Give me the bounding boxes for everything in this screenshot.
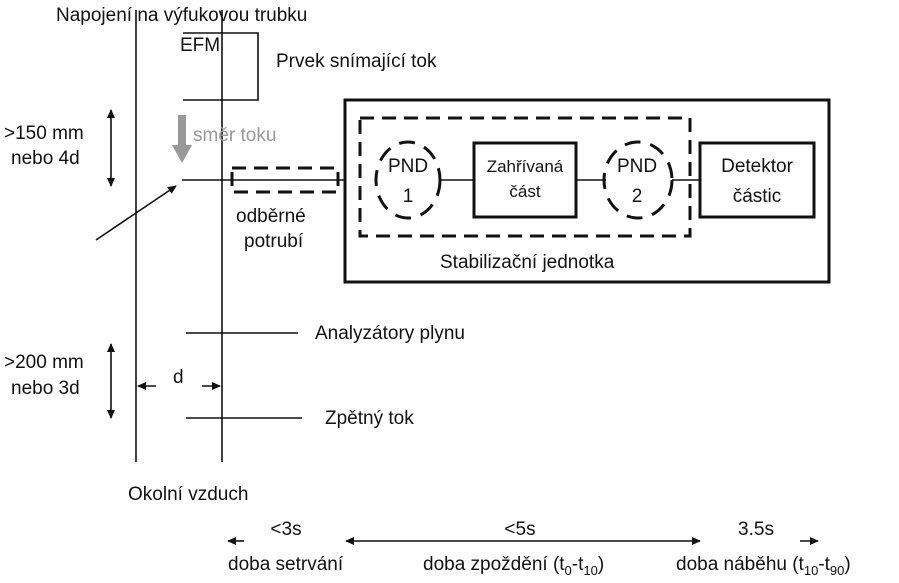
backflow-label: Zpětný tok [325,408,414,429]
heated-part-label-1: Zahřívaná [487,157,564,176]
heated-part-label-2: část [509,182,540,201]
upper-distance-label-1: >150 mm [4,123,84,144]
gas-analyzers-label: Analyzátory plynu [315,323,465,344]
exhaust-connection-label: Napojení na výfukovou trubku [56,5,307,26]
lower-distance-label-2: nebo 3d [11,378,80,399]
stabilization-unit-label: Stabilizační jednotka [440,252,615,273]
pnd2-circle [602,140,674,220]
rise-time-label: doba náběhu (t10-t90) [676,554,851,578]
sampling-line-box [230,166,340,194]
particle-detector-box [698,141,816,219]
detector-label-2: částic [733,186,782,207]
detector-label-1: Detektor [721,156,793,177]
sampling-line-label-1: odběrné [236,206,306,227]
pnd1-circle [374,140,442,220]
pnd1-label-1: PND [388,156,428,177]
probe-pointer-arrow [95,185,177,241]
rise-time-value: 3.5s [738,519,774,540]
efm-label: EFM [180,35,220,56]
stabilization-unit-box [343,98,831,284]
flow-direction-arrow [172,115,192,163]
sampling-line-label-2: potrubí [244,231,304,252]
pnd2-label-1: PND [617,156,657,177]
lower-distance-label-1: >200 mm [4,352,84,373]
efm-bracket [183,32,259,101]
inner-dashed-box [358,116,692,238]
flow-direction-label: směr toku [193,125,276,146]
ambient-air-label: Okolní vzduch [128,484,248,505]
pnd1-label-2: 1 [403,186,414,207]
residence-time-value: <3s [270,519,301,540]
delay-time-label: doba zpoždění (t0-t10) [423,554,604,578]
heated-part-box [472,141,578,219]
flow-sensing-element-label: Prvek snímající tok [276,51,437,72]
upper-distance-label-2: nebo 4d [11,148,80,169]
pnd2-label-2: 2 [632,186,643,207]
residence-time-label: doba setrvání [228,554,344,575]
delay-time-value: <5s [504,519,535,540]
diameter-label: d [173,367,184,388]
